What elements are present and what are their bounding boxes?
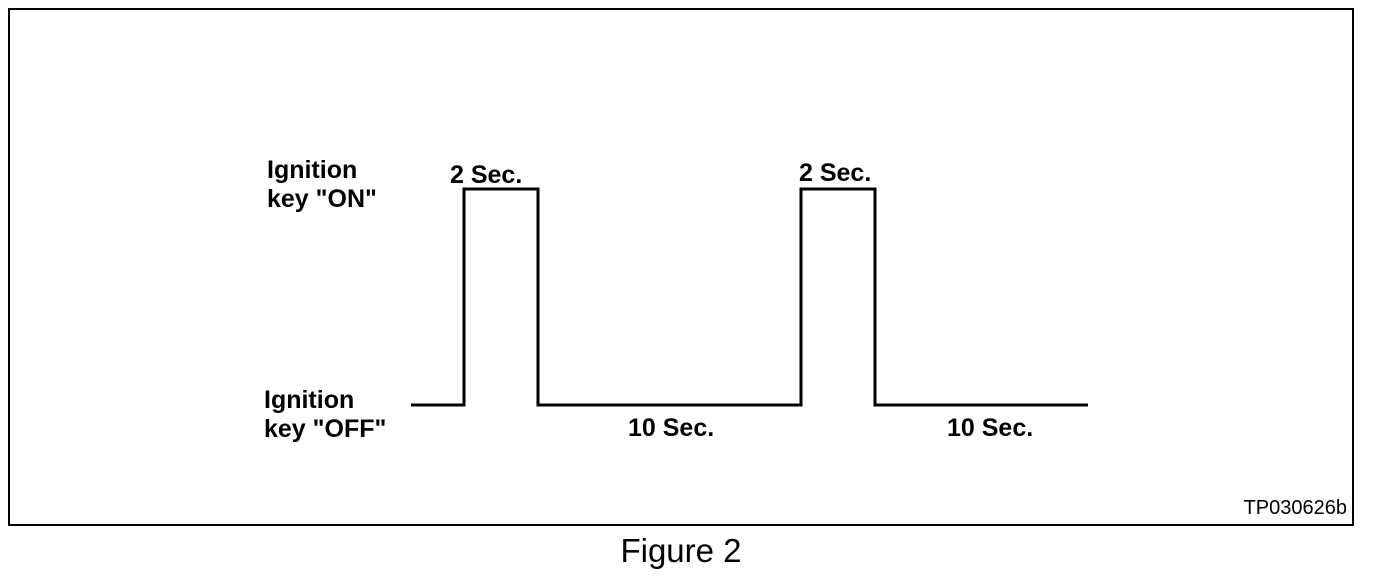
pulse-duration-label: 2 Sec.: [799, 159, 872, 187]
reference-code: TP030626b: [1243, 497, 1347, 519]
diagram-frame: [8, 8, 1354, 526]
gap-duration-label: 10 Sec.: [628, 414, 715, 442]
waveform-line: [411, 187, 1088, 407]
gap-duration-label: 10 Sec.: [947, 414, 1034, 442]
figure-caption: Figure 2: [620, 532, 742, 569]
ignition-off-label: Ignition key "OFF": [264, 386, 387, 443]
pulse-duration-label: 2 Sec.: [450, 161, 523, 189]
ignition-on-label: Ignition key "ON": [267, 156, 377, 213]
